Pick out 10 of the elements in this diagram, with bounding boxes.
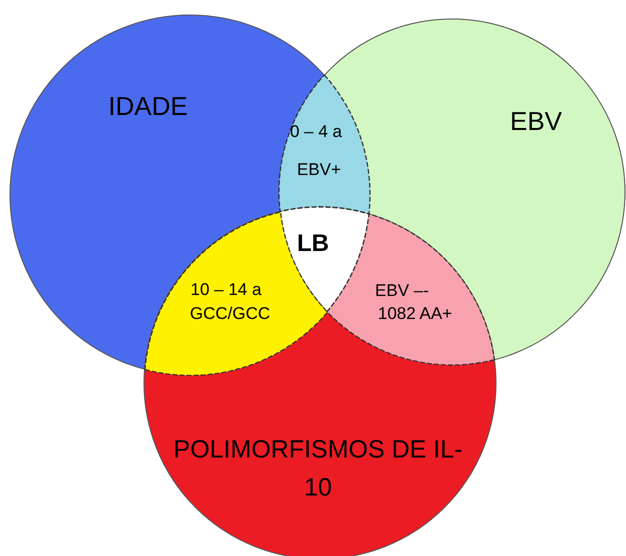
region-label: 0 – 4 a bbox=[290, 122, 342, 142]
region-label: 10 – 14 a bbox=[190, 280, 262, 300]
region-label: LB bbox=[296, 230, 329, 258]
region-label: EBV+ bbox=[297, 160, 341, 180]
set-label: IDADE bbox=[108, 92, 188, 122]
region-label: 1082 AA+ bbox=[378, 304, 452, 324]
set-label: POLIMORFISMOS DE IL-10 bbox=[172, 434, 464, 503]
region-label: GCC/GCC bbox=[190, 304, 270, 324]
region-label: EBV –- bbox=[375, 281, 429, 301]
set-label: EBV bbox=[510, 107, 562, 137]
